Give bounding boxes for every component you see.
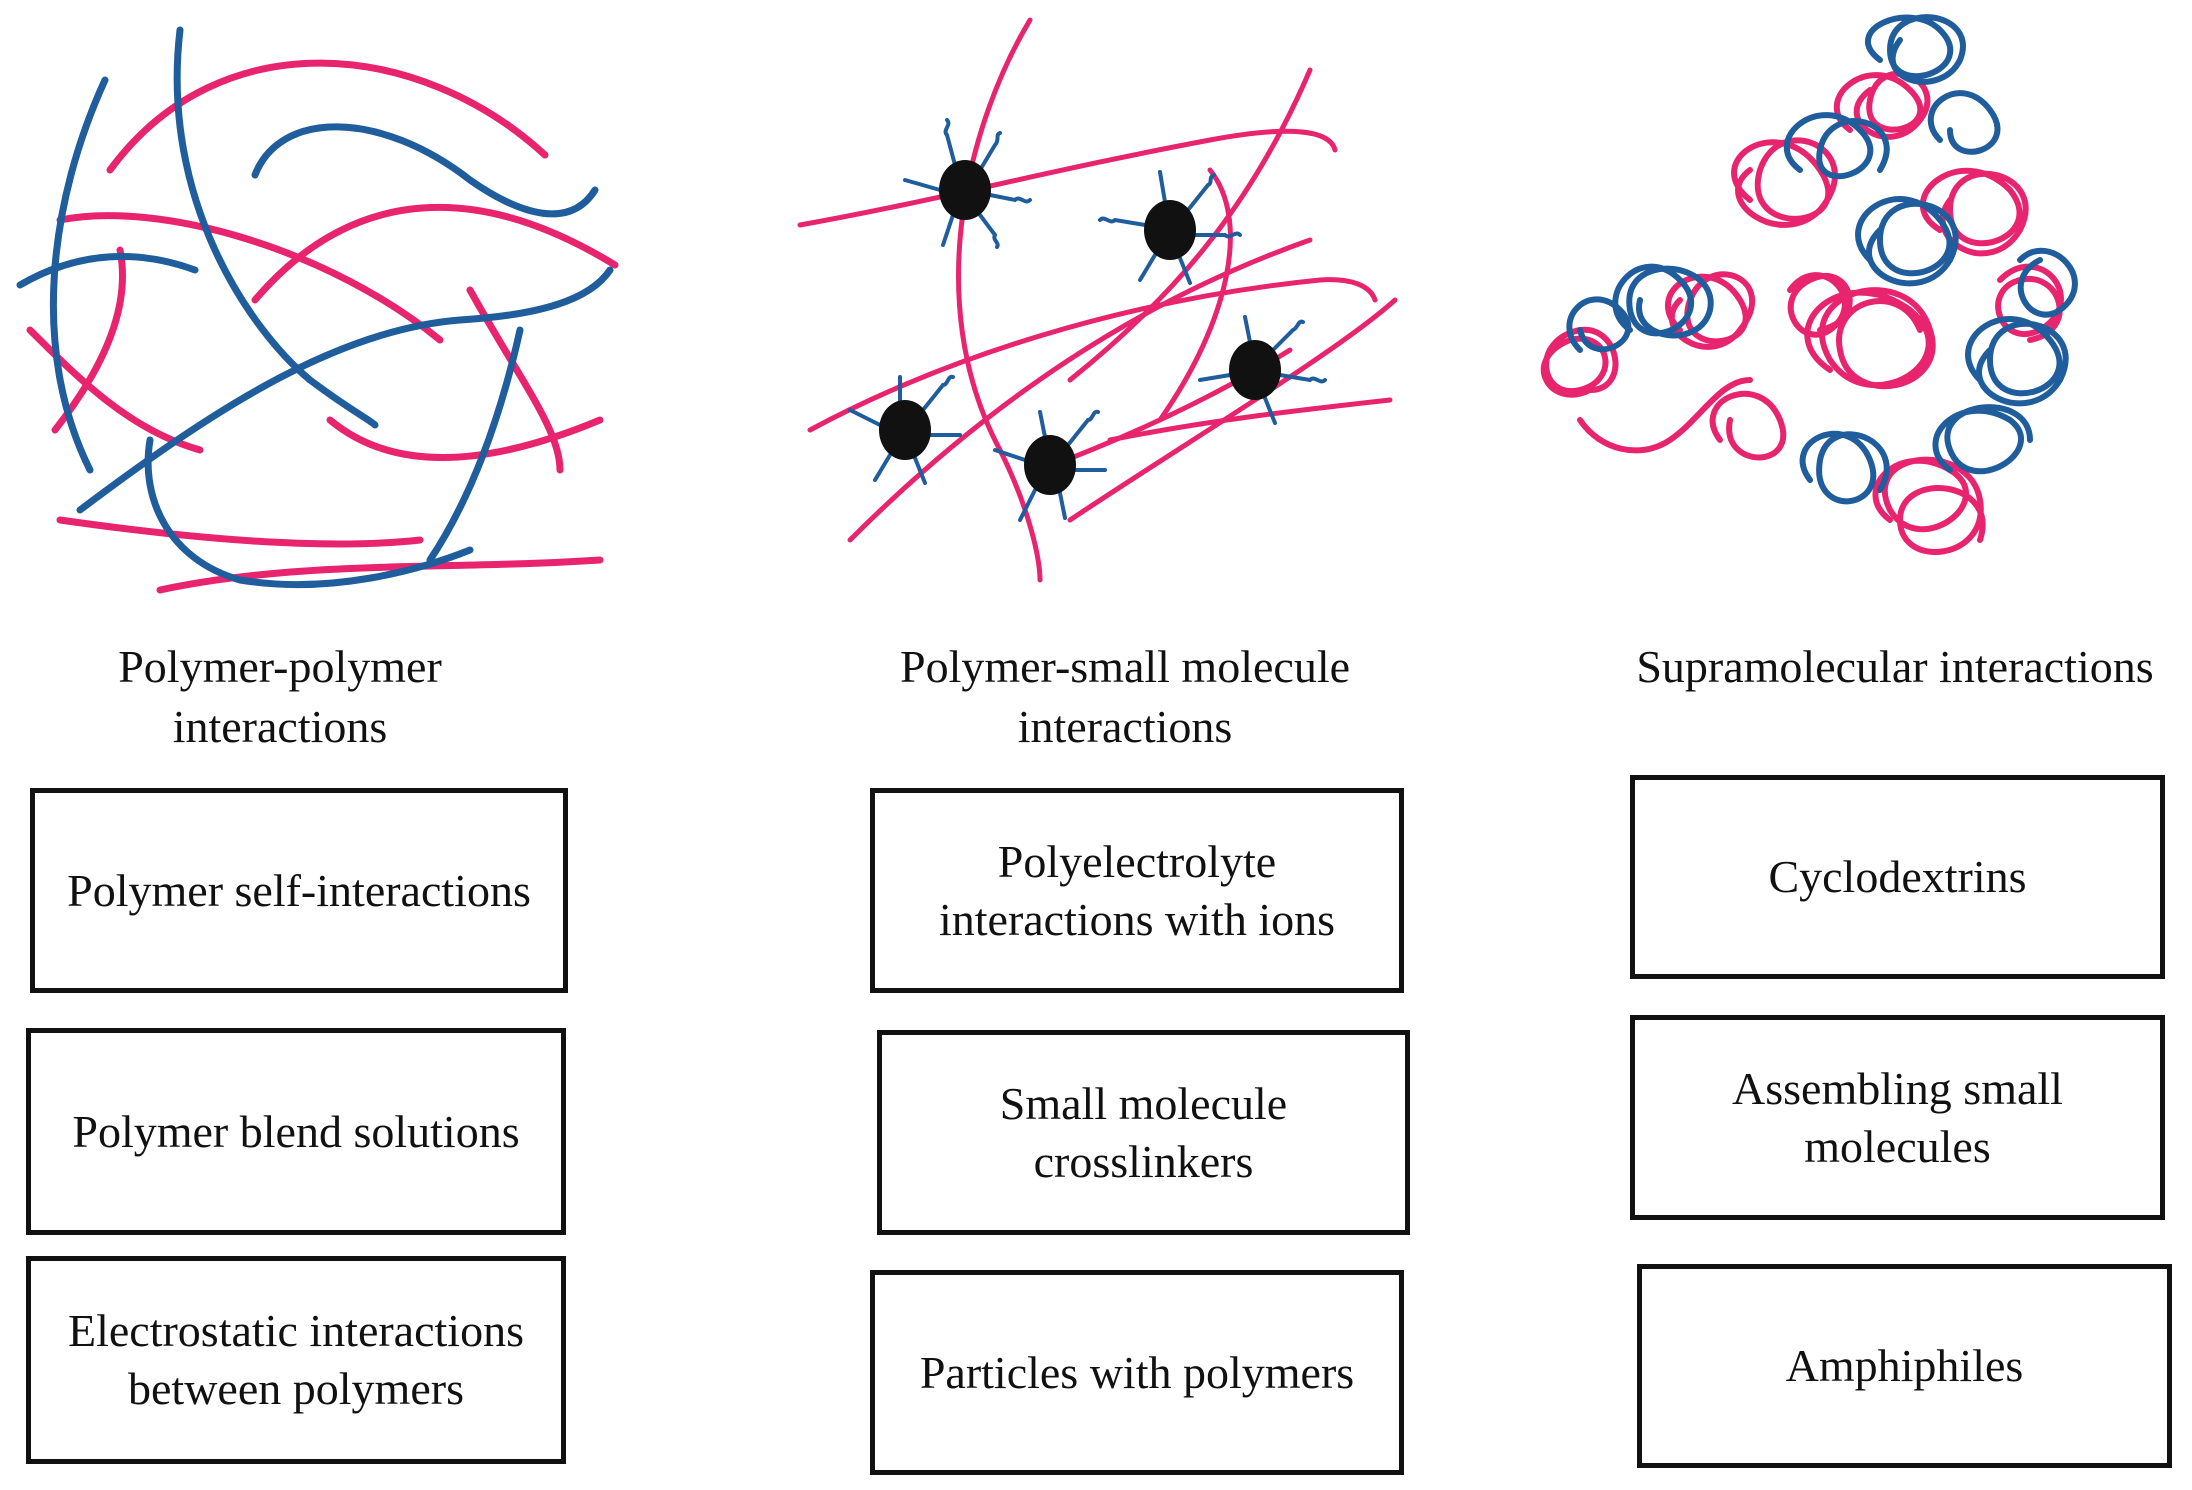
particle-icon <box>1229 340 1281 400</box>
box-text: interactions with ions <box>938 893 1336 945</box>
blue-coils <box>1566 14 2078 505</box>
caption-line: interactions <box>1017 701 1233 752</box>
box-text: Polymer self-interactions <box>67 864 531 916</box>
particle-group-1 <box>903 118 1032 249</box>
polymer-small-molecule-illustration <box>797 17 1398 583</box>
box-text: Assembling small <box>1732 1062 2063 1114</box>
particle-icon <box>879 400 931 460</box>
blue-polymer-chains <box>16 26 614 589</box>
pink-polymer-chains <box>797 17 1398 583</box>
box-polymer-self-interactions: Polymer self-interactions <box>30 788 568 993</box>
box-small-molecule-crosslinkers: Small molecule crosslinkers <box>877 1030 1410 1235</box>
caption-line: interactions <box>172 701 388 752</box>
particle-group-3 <box>1198 315 1327 425</box>
particle-group-2 <box>1098 170 1242 285</box>
box-particles-with-polymers: Particles with polymers <box>870 1270 1404 1475</box>
particle-group-5 <box>993 409 1107 522</box>
particle-group-4 <box>848 374 962 485</box>
caption-line: Polymer-small molecule <box>899 641 1351 692</box>
box-text: molecules <box>1804 1120 1991 1172</box>
caption-line: Polymer-polymer <box>118 641 442 692</box>
box-text: Polymer blend solutions <box>72 1105 520 1157</box>
caption-polymer-polymer: Polymer-polymer interactions <box>80 637 480 757</box>
box-text: Electrostatic interactions <box>68 1305 524 1356</box>
polymer-polymer-illustration <box>16 26 619 594</box>
particle-icon <box>1144 200 1196 260</box>
box-assembling-small-molecules: Assembling small molecules <box>1630 1015 2165 1220</box>
caption-supramolecular: Supramolecular interactions <box>1610 637 2180 697</box>
box-text: Small molecule <box>999 1077 1288 1129</box>
box-text: Particles with polymers <box>919 1346 1355 1398</box>
particle-icon <box>1024 435 1076 495</box>
box-electrostatic-interactions: Electrostatic interactions between polym… <box>26 1256 566 1464</box>
box-text: crosslinkers <box>1033 1135 1254 1187</box>
box-cyclodextrins: Cyclodextrins <box>1630 775 2165 979</box>
box-text: Amphiphiles <box>1785 1340 2024 1391</box>
particle-icon <box>939 160 991 220</box>
caption-line: Supramolecular interactions <box>1636 641 2154 692</box>
supramolecular-illustration <box>1540 14 2078 555</box>
box-text: between polymers <box>128 1363 464 1414</box>
box-text: Polyelectrolyte <box>997 835 1277 887</box>
box-polymer-blend-solutions: Polymer blend solutions <box>26 1028 566 1235</box>
caption-polymer-small-molecule: Polymer-small molecule interactions <box>840 637 1410 757</box>
pink-polymer-chains <box>26 59 619 594</box>
box-amphiphiles: Amphiphiles <box>1637 1264 2172 1468</box>
box-polyelectrolyte-ions: Polyelectrolyte interactions with ions <box>870 788 1404 993</box>
box-text: Cyclodextrins <box>1768 851 2027 902</box>
